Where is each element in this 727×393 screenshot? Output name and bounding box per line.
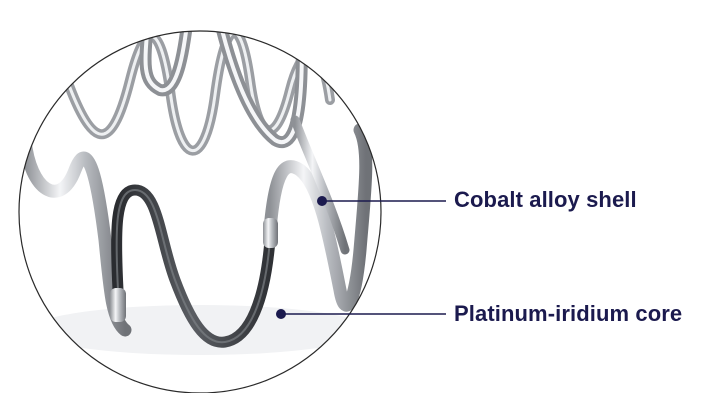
platinum-marker-dot — [276, 309, 286, 319]
platinum-iridium-core-label: Platinum-iridium core — [454, 301, 682, 327]
cobalt-sleeve-right — [263, 218, 278, 248]
cobalt-sleeve-left — [110, 288, 126, 322]
cobalt-alloy-shell-label: Cobalt alloy shell — [454, 187, 637, 213]
cobalt-marker-dot — [317, 196, 327, 206]
